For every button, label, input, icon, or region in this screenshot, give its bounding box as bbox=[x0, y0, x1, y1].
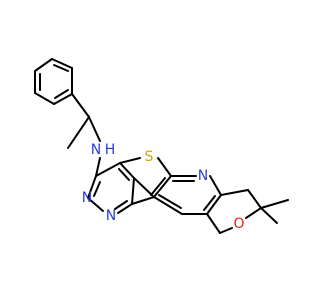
bond-pyran-5 bbox=[206, 213, 221, 234]
bond-pyd-3 bbox=[206, 194, 222, 215]
atom-label-sulfur: S bbox=[145, 149, 154, 165]
atom-label-pyran-o: O bbox=[233, 216, 244, 232]
chemical-structure: N H S N N N O bbox=[34, 58, 289, 234]
bond-pyd-3-inner bbox=[203, 195, 216, 211]
bond-pyr-thio-fused bbox=[131, 196, 155, 205]
bond-pyran-2 bbox=[247, 189, 262, 209]
bond-pyd-5 bbox=[153, 196, 183, 215]
bond-pyran-1 bbox=[220, 189, 249, 196]
bond-phenyl-6 bbox=[34, 92, 55, 105]
bond-pyran-3 bbox=[245, 207, 262, 219]
bond-phenyl-2 bbox=[34, 58, 53, 72]
bond-thio-3 bbox=[153, 175, 172, 198]
bond-methyl-2 bbox=[260, 207, 278, 224]
bond-pyd-2 bbox=[209, 175, 222, 196]
atom-labels: N H S N N N O bbox=[82, 142, 245, 232]
atom-label-nh-h: H bbox=[105, 142, 116, 158]
atom-label-pyrimidine-n-bottom: N bbox=[106, 208, 116, 224]
atom-label-pyridine-n: N bbox=[198, 168, 208, 184]
bond-pyr-6-inner bbox=[93, 181, 101, 197]
atom-label-nh-n: N bbox=[91, 142, 101, 158]
bond-pyr-2 bbox=[119, 162, 135, 179]
bond-nh-c4 bbox=[95, 157, 101, 177]
bond-ch-methyl bbox=[67, 116, 90, 149]
bond-pyr-2-inner bbox=[118, 168, 130, 181]
bonds bbox=[34, 58, 289, 234]
bond-pyr-5 bbox=[87, 197, 104, 212]
bond-thio-2 bbox=[157, 157, 172, 177]
bond-phenyl-5-inner bbox=[54, 89, 69, 99]
bond-pyr-3 bbox=[131, 177, 135, 205]
bond-pyr-1 bbox=[95, 162, 121, 177]
bond-phenyl-ch bbox=[71, 93, 90, 118]
bond-phenyl-3-inner bbox=[53, 64, 69, 72]
bond-ch-nh bbox=[88, 116, 101, 142]
bond-pyd-5-inner bbox=[158, 194, 182, 209]
atom-label-pyrimidine-n-top: N bbox=[82, 190, 92, 206]
bond-pyran-4 bbox=[219, 227, 233, 234]
bond-pyr-6 bbox=[87, 175, 97, 199]
bond-methyl-1 bbox=[260, 199, 289, 209]
bond-phenyl-3 bbox=[51, 58, 73, 69]
bond-phenyl-5 bbox=[53, 93, 73, 105]
bond-thio-1 bbox=[119, 157, 141, 164]
bond-pyr-4-inner bbox=[114, 200, 128, 210]
bond-thio-4 bbox=[133, 177, 155, 198]
bond-thio-3-inner bbox=[150, 177, 166, 196]
bond-pyr-4 bbox=[117, 203, 133, 214]
